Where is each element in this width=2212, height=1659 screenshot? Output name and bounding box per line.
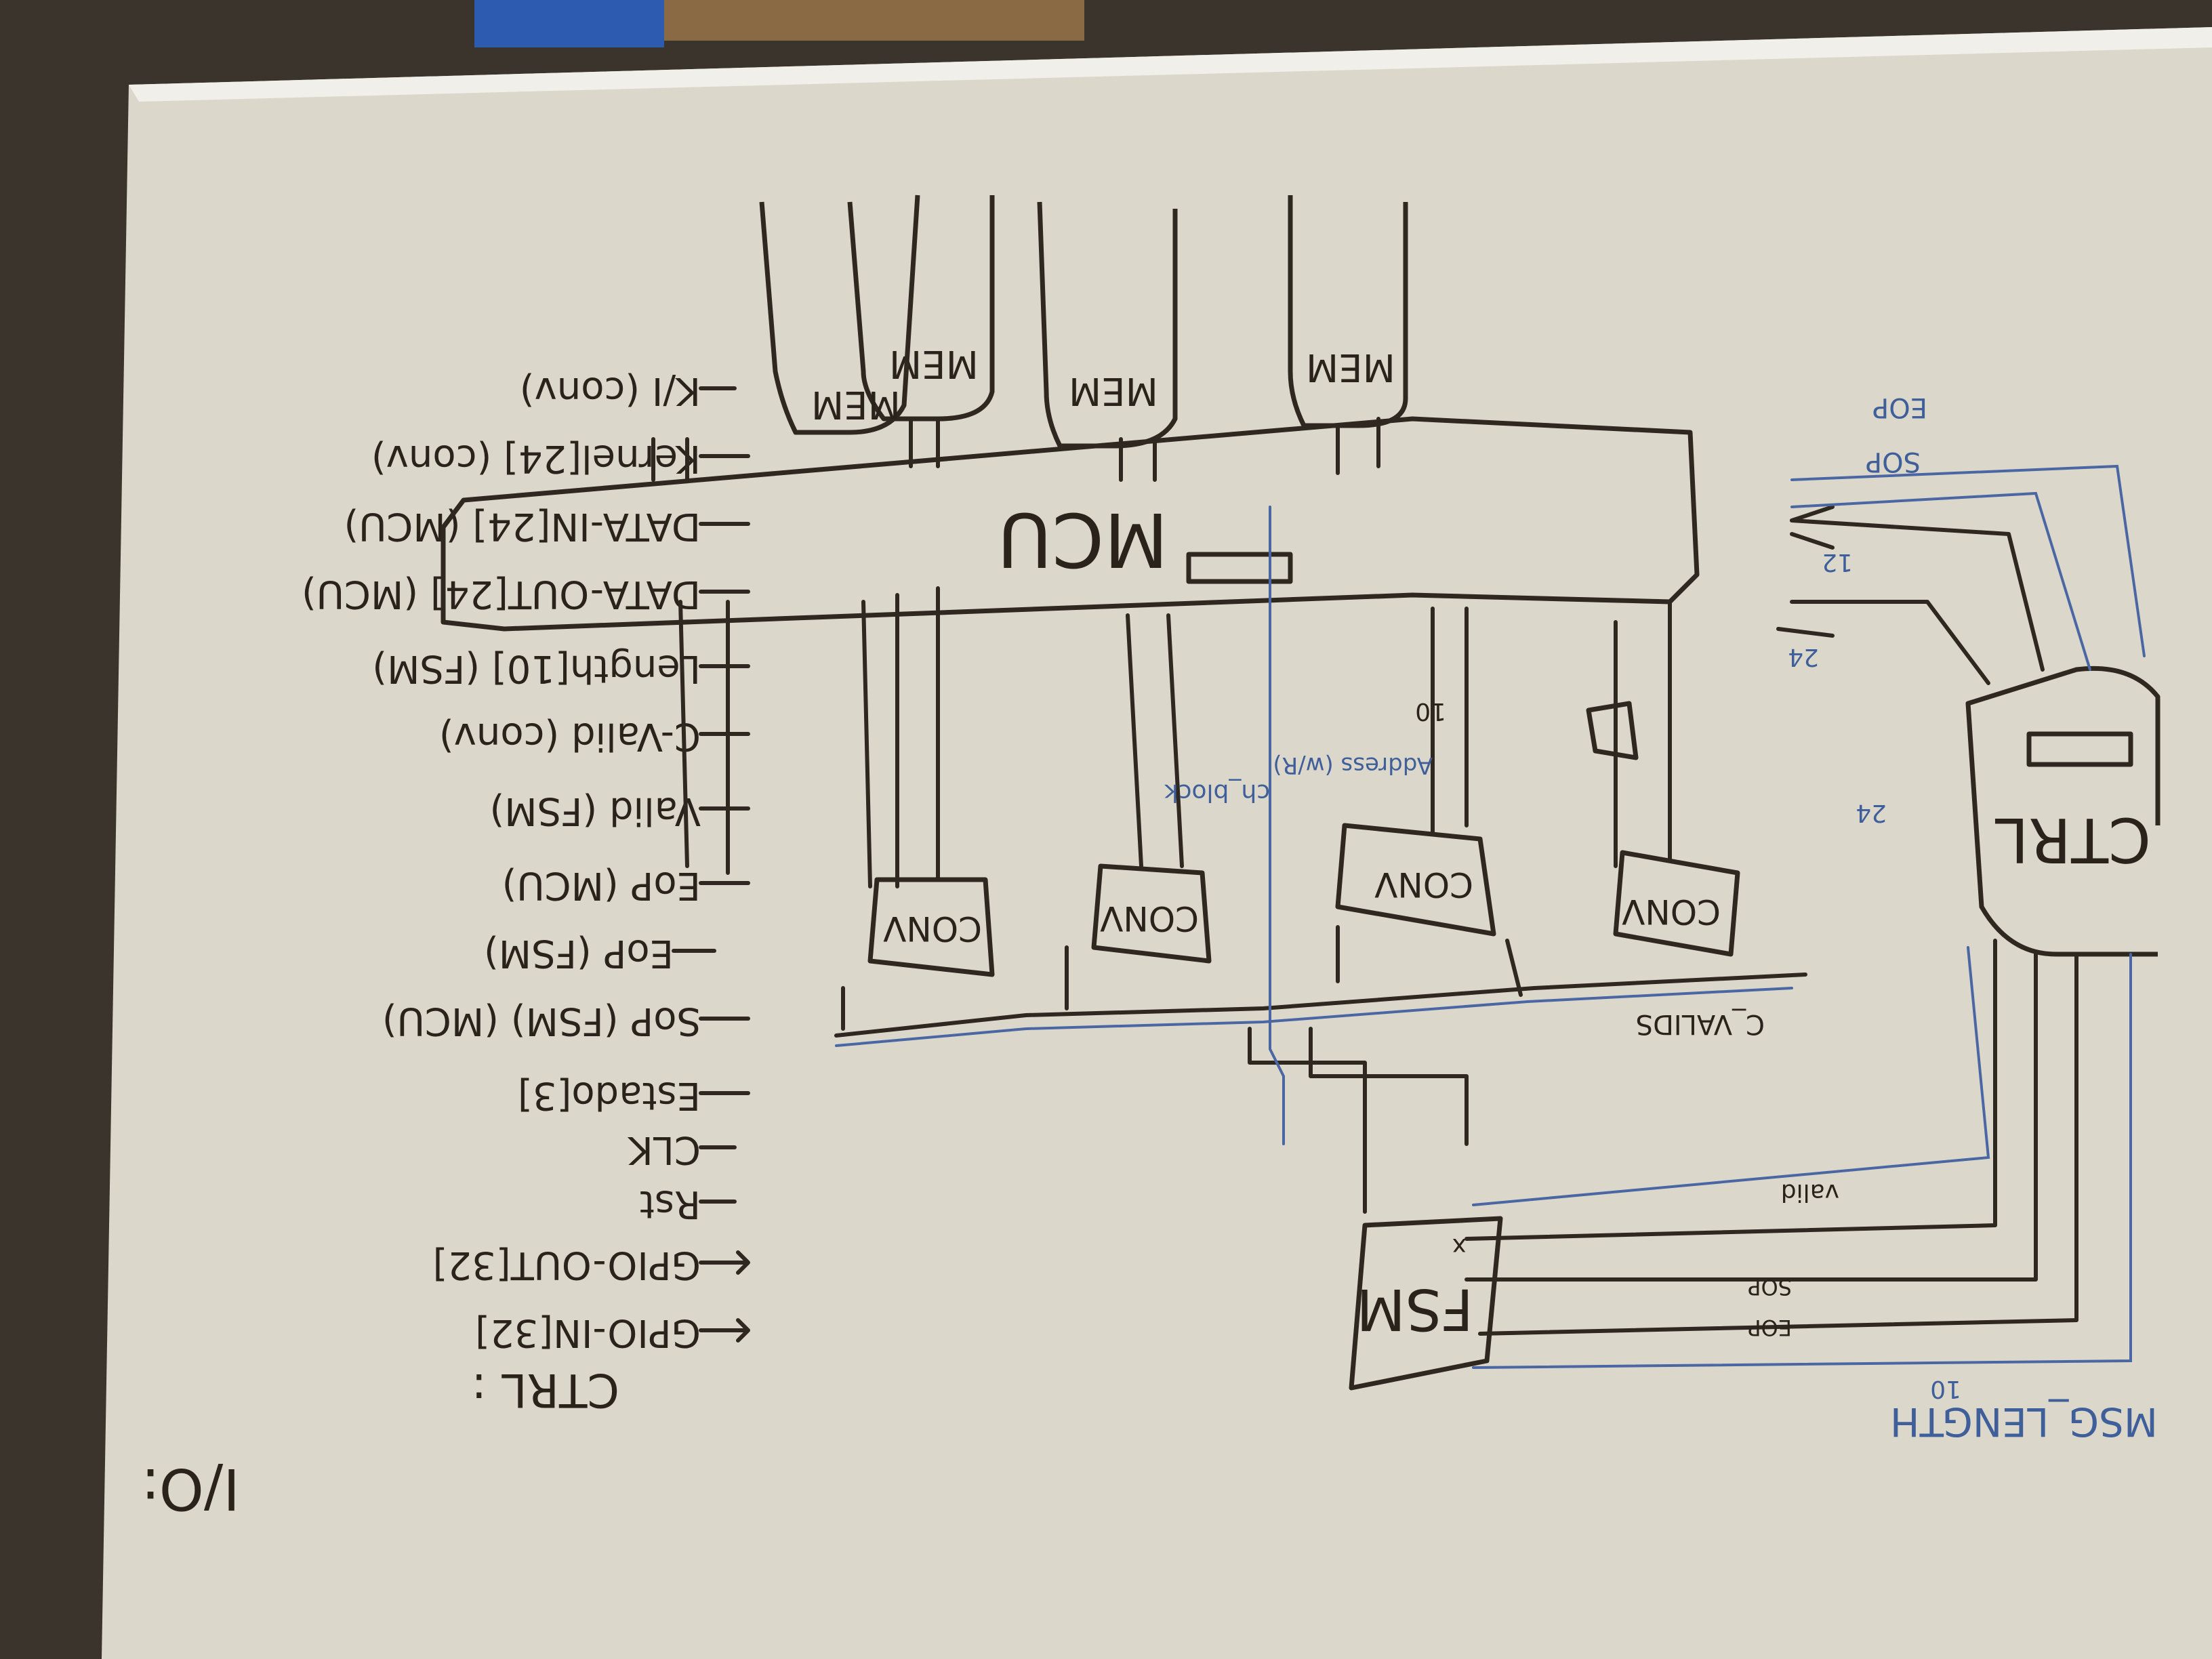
- io-item-data-in: DATA-IN[24] (MCU): [344, 504, 701, 548]
- conv-label-1: CONV: [1622, 892, 1721, 931]
- label-w10a: 10: [1415, 697, 1446, 725]
- label-valid: valid: [1781, 1179, 1839, 1206]
- label-c-valids: C_VALIDS: [1636, 1008, 1765, 1040]
- conv-label-4: CONV: [883, 909, 982, 948]
- blue-item: [474, 0, 664, 47]
- io-item-valid: Valid (FSM): [489, 789, 701, 833]
- fsm-x-mark: x: [1452, 1233, 1467, 1261]
- io-item-ki: K/I (conv): [520, 369, 701, 413]
- io-item-estado: Estado[3]: [518, 1073, 701, 1118]
- io-item-eop-fsm: EoP (FSM): [484, 931, 674, 975]
- io-item-c-valid: C-Valid (conv): [439, 714, 701, 758]
- ctrl-label: CTRL: [1995, 804, 2152, 875]
- label-ch-block: ch_block: [1164, 779, 1270, 806]
- io-item-rst: Rst: [640, 1182, 701, 1226]
- label-msg-length: MSG_LENGTH: [1890, 1399, 2158, 1445]
- label-address: Address (w/R): [1273, 752, 1433, 779]
- label-w10b: 10: [1930, 1375, 1961, 1403]
- mem-label-1: MEM: [1306, 345, 1395, 389]
- label-sop-top: SOP: [1866, 446, 1921, 477]
- mem-label-3: MEM: [889, 342, 979, 386]
- conv-label-3: CONV: [1100, 899, 1199, 938]
- label-w24b: 24: [1856, 799, 1887, 827]
- conv-label-2: CONV: [1374, 865, 1473, 904]
- io-item-gpio-in: GPIO-IN[32]: [475, 1311, 701, 1355]
- ctrl-header: CTRL :: [471, 1363, 619, 1416]
- label-eop-top: EOP: [1872, 392, 1927, 423]
- mem-label-2: MEM: [1069, 369, 1158, 413]
- io-item-clk: CLK: [628, 1128, 701, 1172]
- io-item-sop: SoP (FSM) (MCU): [382, 999, 701, 1043]
- io-item-data-out: DATA-OUT[24] (MCU): [302, 572, 701, 616]
- fsm-label: FSM: [1356, 1276, 1473, 1343]
- io-item-eop-mcu: EoP (MCU): [502, 863, 701, 907]
- mcu-label: MCU: [998, 496, 1168, 583]
- label-sop-bottom: SOP: [1748, 1274, 1792, 1300]
- io-item-gpio-out: GPIO-OUT[32]: [433, 1243, 701, 1287]
- io-header: I/O:: [141, 1456, 240, 1522]
- label-w12: 12: [1822, 548, 1853, 576]
- label-w24a: 24: [1788, 643, 1819, 671]
- mem-label-4: MEM: [811, 382, 901, 426]
- io-item-length: Length[10] (FSM): [372, 647, 701, 691]
- label-eop-bottom: EOP: [1748, 1315, 1792, 1340]
